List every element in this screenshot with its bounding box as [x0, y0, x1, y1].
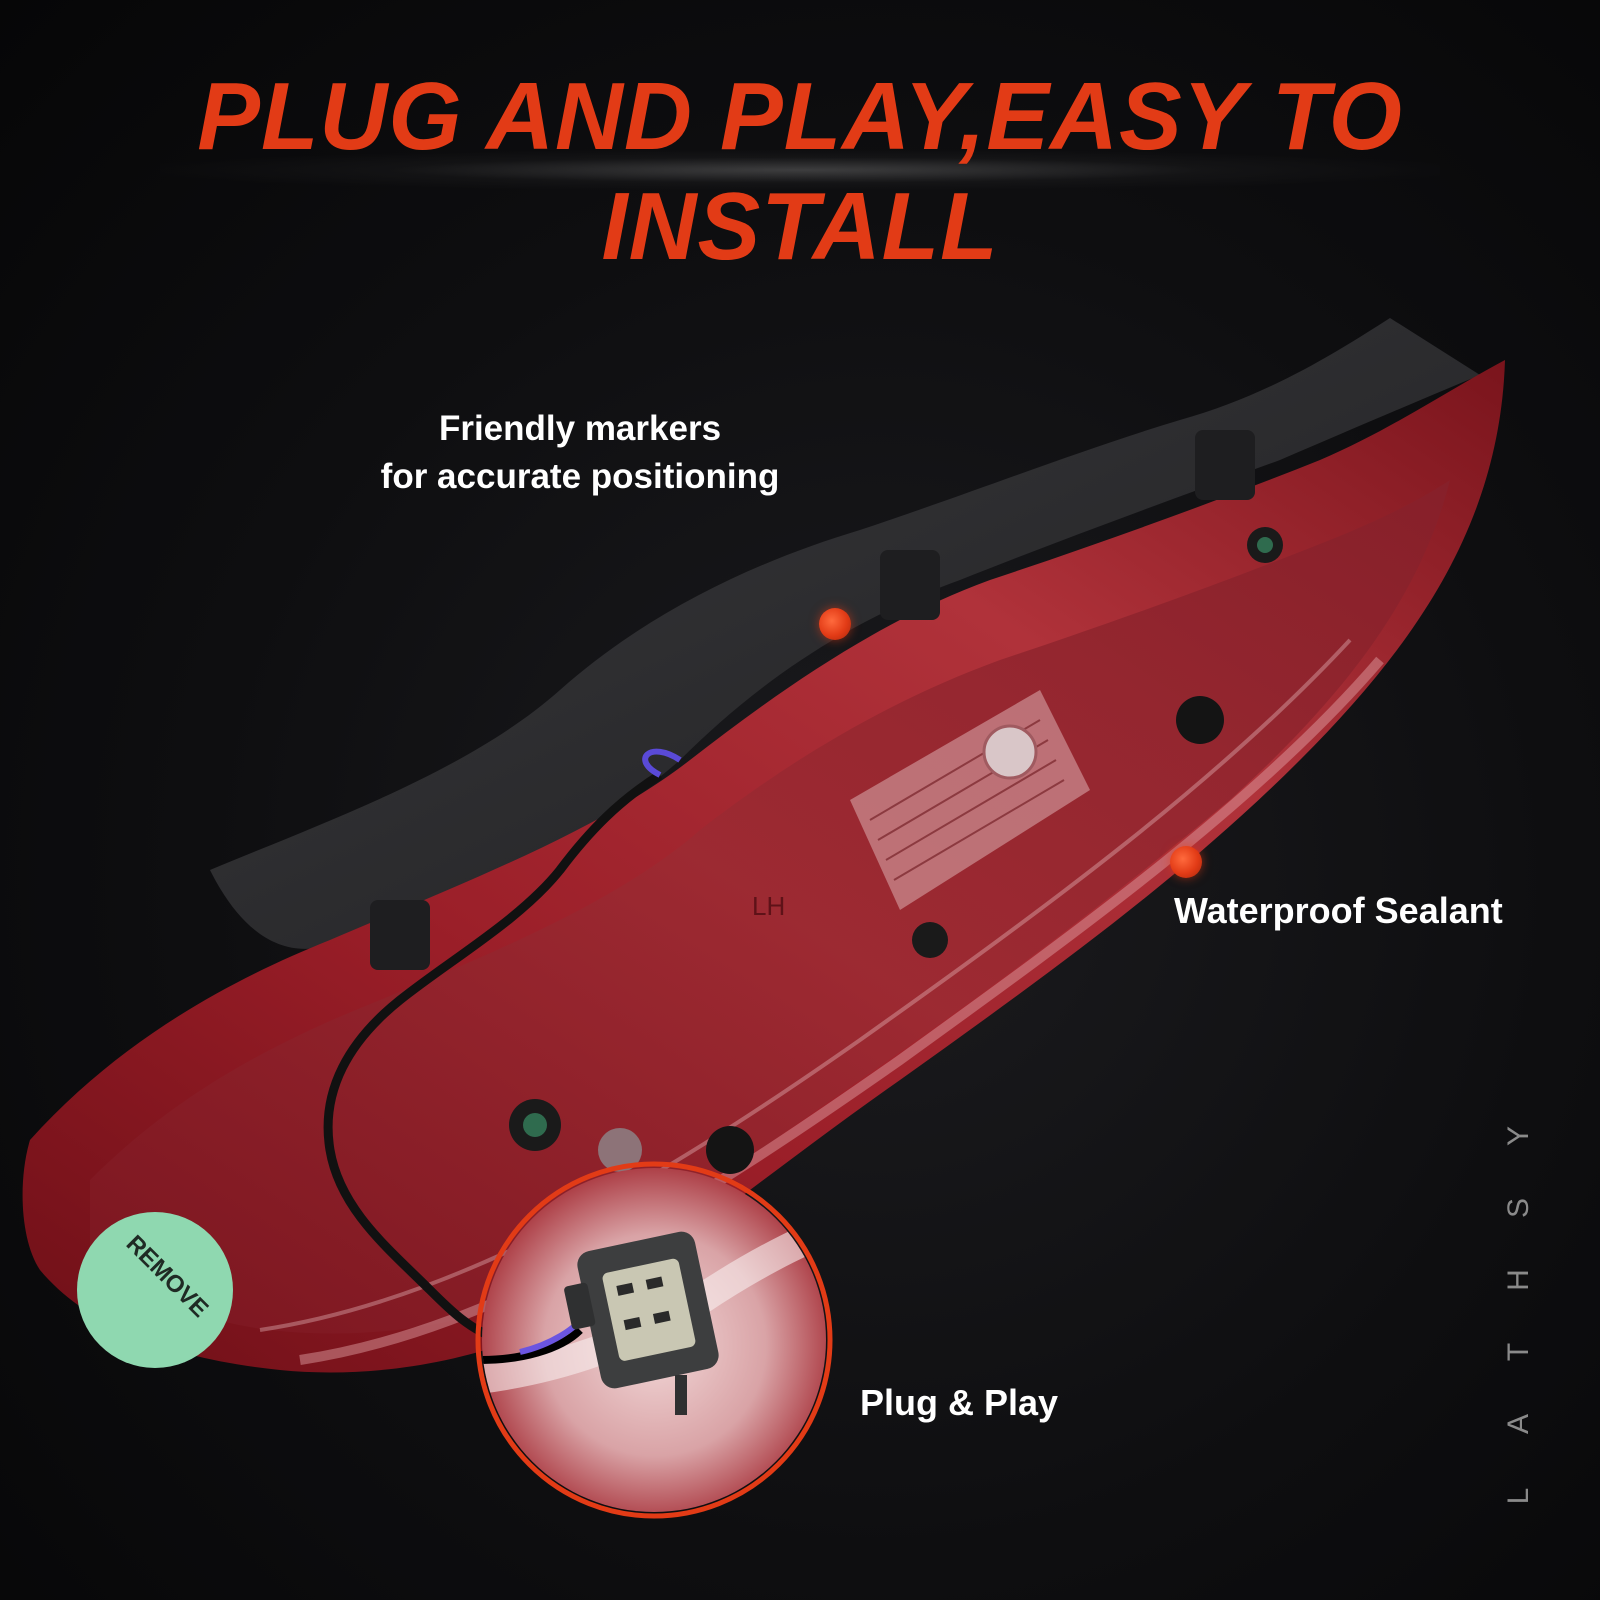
watermark-letter: H [1502, 1269, 1535, 1291]
connector-zoom-inset [475, 1161, 833, 1519]
markers-line-1: Friendly markers [438, 409, 722, 448]
side-marking: LH [752, 891, 785, 921]
feature-label-sealant: Waterproof Sealant [1174, 890, 1503, 931]
connector-plug [564, 1231, 719, 1415]
watermark-letter: Y [1502, 1126, 1535, 1147]
spec-label-plate [850, 690, 1090, 910]
marker-dot-positioning [819, 608, 851, 640]
wiring-harness [323, 748, 682, 1345]
housing [22, 360, 1505, 1373]
watermark-letter: A [1502, 1414, 1535, 1435]
markers-line-2: for accurate positioning [380, 457, 780, 496]
watermark-letter: L [1502, 1487, 1535, 1505]
headline-shadow [160, 150, 1440, 190]
feature-label-plug: Plug & Play [860, 1382, 1059, 1423]
remove-sticker: REMOVE [77, 1212, 233, 1368]
gasket-strip [210, 318, 1480, 949]
headline: PLUG AND PLAY,EASY TO INSTALL [197, 63, 1403, 280]
brand-watermark: Y S H T A L [1502, 1100, 1558, 1532]
watermark-letter: T [1502, 1342, 1535, 1362]
feature-label-markers: Friendly markers for accurate positionin… [300, 405, 860, 501]
marker-dot-sealant [1170, 846, 1202, 878]
bulb-sockets [370, 430, 1283, 1174]
watermark-letter: S [1502, 1198, 1535, 1219]
